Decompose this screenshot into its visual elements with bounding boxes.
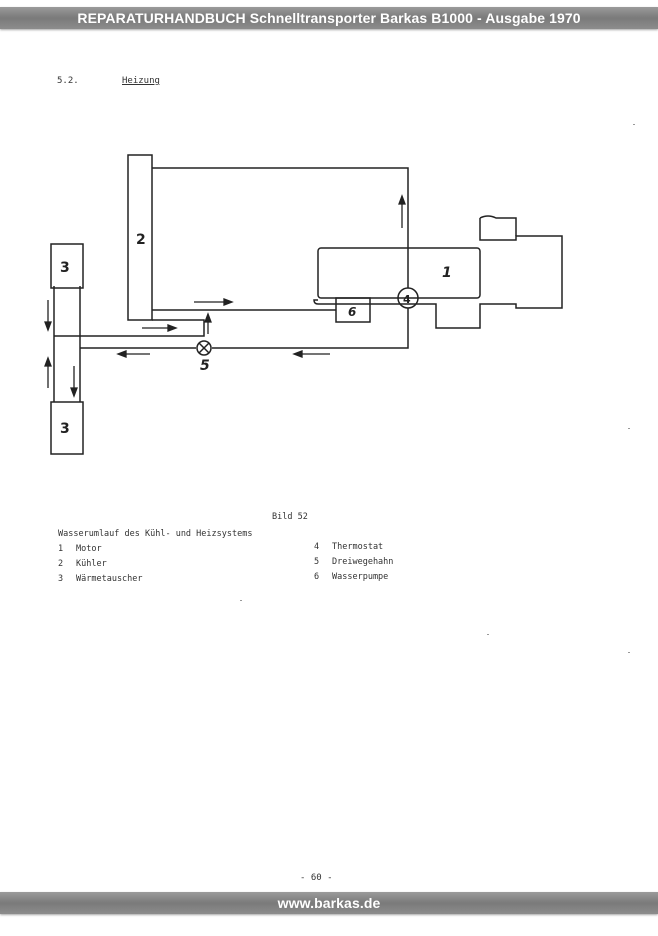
label-wasserpumpe: 6 — [348, 305, 356, 319]
figure-label: Bild 52 — [272, 512, 308, 522]
footer-website[interactable]: www.barkas.de — [0, 892, 658, 914]
section-title: Heizung — [122, 76, 160, 86]
header-banner: REPARATURHANDBUCH Schnelltransporter Bar… — [0, 7, 658, 29]
motor-outline — [313, 218, 563, 329]
top-pipe — [152, 167, 409, 288]
scan-speck — [240, 600, 242, 601]
label-waermetauscher-bottom: 3 — [60, 421, 70, 437]
cooling-heating-diagram: 1 2 3 3 4 5 6 — [44, 154, 563, 455]
label-thermostat: 4 — [403, 293, 411, 306]
kuehler-box — [127, 154, 153, 321]
thermostat-circle — [397, 287, 419, 309]
waermetauscher-top-box — [50, 243, 84, 289]
scan-speck — [487, 634, 489, 635]
label-kuehler: 2 — [136, 232, 146, 248]
scan-speck — [633, 124, 635, 125]
section-number: 5.2. — [57, 76, 79, 86]
page-number: - 60 - — [300, 873, 333, 883]
scan-speck — [628, 652, 630, 653]
return-pipe — [212, 308, 409, 349]
waermetauscher-bottom-box — [50, 401, 84, 455]
scan-speck — [628, 428, 630, 429]
label-waermetauscher-top: 3 — [60, 260, 70, 276]
wasserpumpe-box — [335, 297, 371, 323]
motor-box — [317, 247, 481, 299]
dreiwegehahn-circle — [196, 340, 212, 356]
figure-description: Wasserumlauf des Kühl- und Heizsystems — [58, 529, 253, 539]
label-motor: 1 — [442, 265, 452, 281]
label-dreiwegehahn: 5 — [200, 358, 210, 374]
